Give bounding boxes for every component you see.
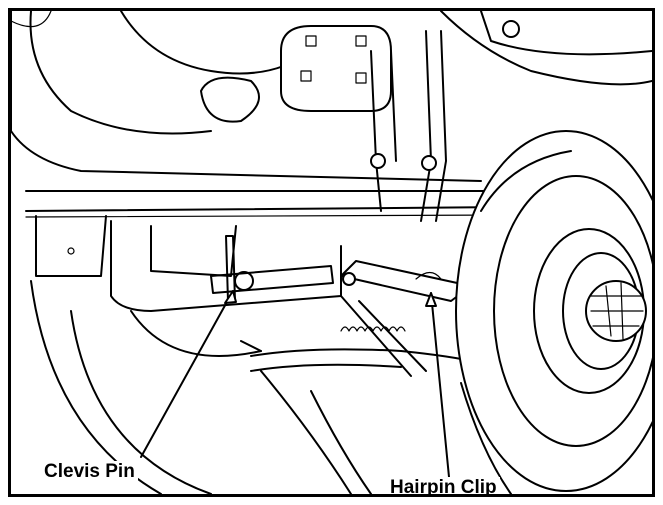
hairpin-clip-label: Hairpin Clip — [387, 477, 500, 494]
rear-wheel — [455, 130, 652, 492]
seat-bracket — [280, 25, 392, 112]
callout-leaders — [140, 290, 450, 478]
clevis-pin-label: Clevis Pin — [41, 461, 138, 483]
mower-underside-illustration — [11, 11, 652, 494]
diagram-frame: Clevis Pin Hairpin Clip — [8, 8, 655, 497]
